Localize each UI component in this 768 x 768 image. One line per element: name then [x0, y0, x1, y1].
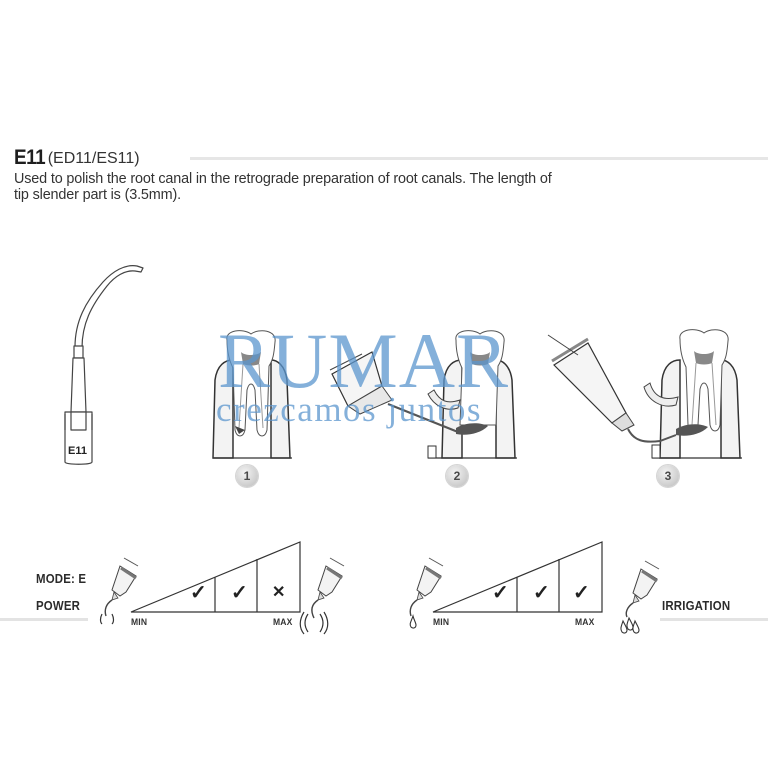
irrigation-scale-triangle — [432, 541, 603, 613]
irrigation-rule — [660, 618, 768, 621]
irrigation-level-3-check-icon: ✓ — [573, 582, 590, 604]
irrigation-min-handpiece — [405, 552, 445, 632]
irrigation-label: IRRIGATION — [662, 598, 731, 613]
title-divider — [190, 157, 768, 160]
tooth-diagram-with-scaler-icon — [547, 329, 742, 459]
tip-engraving: E11 — [68, 445, 87, 457]
scaler-tip-icon: E11 — [64, 265, 144, 465]
step-3-badge: 3 — [657, 465, 679, 487]
product-title: E11 (ED11/ES11) — [14, 145, 140, 169]
description-line-2: tip slender part is (3.5mm). — [14, 187, 181, 203]
handpiece-multi-drop-icon — [620, 560, 660, 634]
scaler-tip-illustration: E11 — [55, 262, 155, 467]
irrigation-scale — [432, 541, 604, 613]
irrigation-min-label: MIN — [433, 617, 450, 628]
tooth-diagram-with-handpiece-icon — [329, 330, 517, 459]
power-min-handpiece — [99, 552, 140, 628]
mode-label: MODE: E — [36, 571, 87, 586]
handpiece-high-vibration-icon — [299, 557, 345, 635]
power-scale — [130, 541, 302, 613]
power-label: POWER — [36, 598, 81, 613]
power-min-label: MIN — [131, 617, 148, 628]
power-level-1-check-icon: ✓ — [190, 582, 207, 604]
step-2-badge: 2 — [446, 465, 468, 487]
irrigation-max-label: MAX — [575, 617, 595, 628]
power-level-3-cross-icon: ✕ — [272, 584, 286, 601]
handpiece-single-drop-icon — [409, 557, 444, 629]
power-rule — [0, 618, 88, 621]
step-3-illustration — [547, 325, 748, 465]
power-max-handpiece — [299, 552, 345, 638]
irrigation-level-1-check-icon: ✓ — [492, 582, 509, 604]
product-variants: (ED11/ES11) — [47, 150, 140, 167]
irrigation-max-handpiece — [615, 555, 660, 639]
step-2-illustration — [329, 330, 520, 462]
product-code: E11 — [14, 146, 46, 169]
product-description: Used to polish the root canal in the ret… — [14, 171, 734, 203]
power-scale-triangle — [130, 541, 301, 613]
description-line-1: Used to polish the root canal in the ret… — [14, 171, 552, 187]
step-1-badge: 1 — [236, 465, 258, 487]
step-1-illustration — [205, 330, 300, 462]
irrigation-level-2-check-icon: ✓ — [533, 582, 550, 604]
handpiece-low-vibration-icon — [99, 557, 139, 625]
power-level-2-check-icon: ✓ — [231, 582, 248, 604]
power-max-label: MAX — [273, 617, 293, 628]
tooth-diagram-icon — [212, 330, 292, 459]
